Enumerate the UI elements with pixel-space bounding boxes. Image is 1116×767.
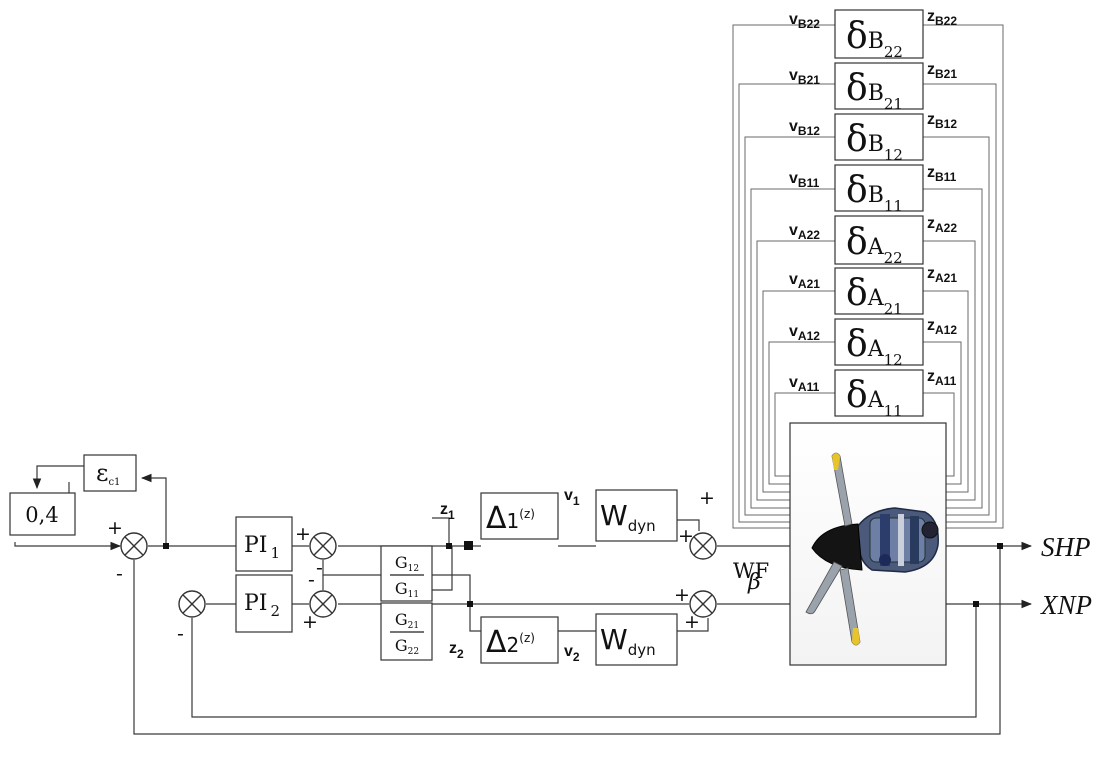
- delta-b11-block[interactable]: δB11: [835, 165, 923, 215]
- delta-b22-block[interactable]: δB22: [835, 10, 923, 61]
- delta-b21-block[interactable]: δB21: [835, 63, 923, 113]
- plus-sign: +: [684, 611, 700, 633]
- delta-a11-block[interactable]: δA11: [835, 370, 923, 420]
- summing-junction-icon[interactable]: [179, 591, 205, 617]
- v1-label: v1: [564, 487, 580, 508]
- junction-dot: [973, 601, 979, 607]
- minus-sign: -: [316, 557, 323, 579]
- plus-sign: +: [674, 584, 690, 606]
- eps-block[interactable]: εc1: [84, 455, 136, 491]
- g21-to-z1-wire: [432, 546, 452, 590]
- plus-sign: +: [678, 525, 694, 547]
- z-a22-label: zA22: [927, 215, 957, 235]
- z-b11-label: zB11: [927, 164, 957, 184]
- minus-sign: -: [308, 569, 315, 591]
- delta-a12-block[interactable]: δA12: [835, 319, 923, 369]
- v-a21-label: vA21: [789, 271, 820, 291]
- v2-label: v2: [564, 643, 580, 664]
- delta-block-stack: δB22 δB21 δB12 δB11 δA22 δA21 δA12 δA11: [835, 10, 923, 420]
- gain-block[interactable]: 0,4: [10, 493, 75, 535]
- z-a11-label: zA11: [927, 368, 957, 388]
- minus-sign: -: [177, 623, 184, 645]
- junction-dot: [446, 543, 452, 549]
- z-b21-label: zB21: [927, 61, 957, 81]
- gain-to-sum-wire: [15, 542, 120, 546]
- shp-output-label: SHP: [1041, 532, 1091, 562]
- delta-b12-block[interactable]: δB12: [835, 114, 923, 164]
- junction-dot: [464, 541, 473, 550]
- delta2-block[interactable]: Δ2(z): [481, 617, 558, 663]
- v-a11-label: vA11: [789, 374, 820, 394]
- junction-dot: [163, 543, 169, 549]
- delta-a21-block[interactable]: δA21: [835, 268, 923, 318]
- eps-to-gain-wire: [37, 466, 84, 488]
- xnp-output-label: XNP: [1040, 590, 1092, 620]
- z-b12-label: zB12: [927, 111, 957, 131]
- summing-junction-icon[interactable]: [121, 533, 147, 559]
- plus-sign: +: [107, 517, 123, 539]
- v-b22-label: vB22: [789, 11, 820, 31]
- plus-sign: +: [295, 523, 311, 545]
- junction-dot: [997, 543, 1003, 549]
- delta1-block[interactable]: Δ1(z): [481, 493, 558, 539]
- wdyn2-block[interactable]: Wdyn: [596, 614, 677, 665]
- wdyn1-block[interactable]: Wdyn: [596, 490, 677, 541]
- engine-plant-block[interactable]: [790, 423, 946, 665]
- feedback-to-eps-wire: [142, 478, 166, 546]
- plus-sign: +: [699, 487, 715, 509]
- z-a12-label: zA12: [927, 317, 957, 337]
- beta-label: β: [747, 570, 761, 595]
- sum2-decoupler-wire: [323, 560, 381, 575]
- z2-to-delta2-wire: [470, 604, 481, 631]
- decoupler-upper-wire: [432, 518, 449, 546]
- summing-junction-icon[interactable]: [310, 533, 336, 559]
- plus-sign: +: [302, 611, 318, 633]
- gain-label: 0,4: [25, 503, 58, 527]
- v-a12-label: vA12: [789, 323, 820, 343]
- decoupler-g21-g22-block[interactable]: G21 G22: [381, 603, 432, 660]
- delta-a22-block[interactable]: δA22: [835, 216, 923, 267]
- junction-dot: [467, 601, 473, 607]
- v-b12-label: vB12: [789, 118, 820, 138]
- z-a21-label: zA21: [927, 265, 957, 285]
- z1-label: z1: [440, 501, 455, 522]
- decoupler-g12-g11-block[interactable]: G12 G11: [381, 546, 432, 604]
- v-b11-label: vB11: [789, 170, 820, 190]
- z2-label: z2: [449, 640, 464, 661]
- minus-sign: -: [116, 563, 123, 585]
- v-a22-label: vA22: [789, 222, 820, 242]
